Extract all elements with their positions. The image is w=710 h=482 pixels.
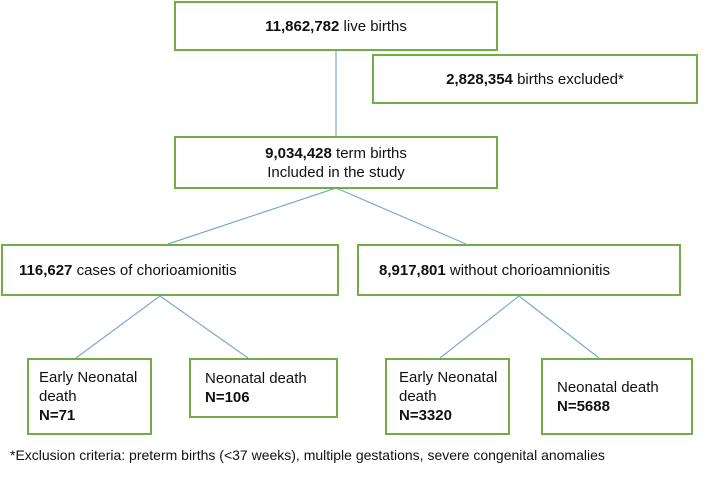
exclusion-criteria-footnote: *Exclusion criteria: preterm births (<37… <box>10 447 605 463</box>
with-chorio-text: 116,627 cases of chorioamionitis <box>19 261 237 280</box>
term-births-box: 9,034,428 term births Included in the st… <box>174 136 498 189</box>
with-early-neonatal-n: N=71 <box>39 407 76 424</box>
without-chorio-text: 8,917,801 without chorioamnionitis <box>379 261 610 280</box>
with-early-neonatal-box: Early Neonatal death N=71 <box>27 358 152 435</box>
connector-term-to-without <box>335 187 467 245</box>
without-early-neonatal-line2: death <box>399 388 437 405</box>
with-chorio-count: 116,627 <box>19 261 73 279</box>
live-births-label: live births <box>339 17 407 35</box>
connector-without-to-early <box>439 295 520 359</box>
with-chorio-box: 116,627 cases of chorioamionitis <box>1 244 339 296</box>
live-births-text: 11,862,782 live births <box>265 17 407 36</box>
with-early-neonatal-line2: death <box>39 388 77 405</box>
without-chorio-count: 8,917,801 <box>379 261 446 279</box>
with-chorio-label: cases of chorioamionitis <box>72 261 237 279</box>
without-early-neonatal-box: Early Neonatal death N=3320 <box>385 358 510 435</box>
excluded-births-text: 2,828,354 births excluded* <box>446 70 624 89</box>
term-births-count: 9,034,428 <box>265 144 332 162</box>
excluded-births-label: births excluded* <box>512 70 624 88</box>
without-early-neonatal-line1: Early Neonatal <box>399 369 498 386</box>
without-neonatal-line1: Neonatal death <box>557 378 659 396</box>
without-neonatal-box: Neonatal death N=5688 <box>541 358 693 435</box>
term-births-line1: 9,034,428 term births <box>265 144 407 163</box>
live-births-count: 11,862,782 <box>265 17 340 35</box>
excluded-births-count: 2,828,354 <box>446 70 513 88</box>
without-early-neonatal-n: N=3320 <box>399 407 452 424</box>
excluded-births-box: 2,828,354 births excluded* <box>372 54 698 104</box>
without-neonatal-n: N=5688 <box>557 397 610 415</box>
connector-term-to-with <box>167 187 337 245</box>
term-births-line2: Included in the study <box>267 163 405 181</box>
without-chorio-label: without chorioamnionitis <box>445 261 610 279</box>
with-neonatal-box: Neonatal death N=106 <box>189 358 338 418</box>
with-early-neonatal-line1: Early Neonatal <box>39 369 138 386</box>
with-neonatal-line1: Neonatal death <box>205 370 307 387</box>
live-births-box: 11,862,782 live births <box>174 1 498 51</box>
connector-with-to-neonatal <box>159 295 249 359</box>
without-chorio-box: 8,917,801 without chorioamnionitis <box>357 244 681 296</box>
term-births-label: term births <box>331 144 407 162</box>
connector-without-to-neonatal <box>518 295 600 359</box>
with-neonatal-n: N=106 <box>205 389 250 406</box>
connector-with-to-early <box>75 295 161 359</box>
